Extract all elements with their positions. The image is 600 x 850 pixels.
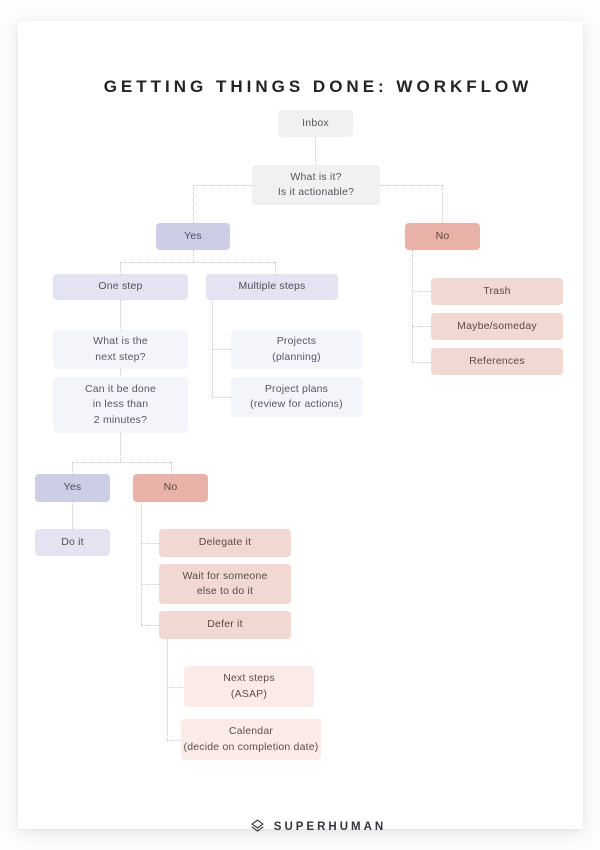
page-title: GETTING THINGS DONE: WORKFLOW xyxy=(103,77,533,96)
node-yes-1: Yes xyxy=(156,223,230,250)
connector-line xyxy=(72,462,73,474)
connector-line xyxy=(193,185,252,186)
connector-line xyxy=(315,137,316,165)
node-multiple-steps: Multiple steps xyxy=(206,274,338,300)
node-next-steps: Next steps (ASAP) xyxy=(184,666,314,707)
connector-line xyxy=(412,326,431,327)
connector-line xyxy=(167,687,184,688)
connector-line xyxy=(212,349,231,350)
connector-line xyxy=(141,625,159,626)
connector-line xyxy=(412,362,431,363)
node-projects: Projects (planning) xyxy=(231,330,362,369)
connector-line xyxy=(141,543,159,544)
connector-line xyxy=(171,462,172,474)
brand-name: SUPERHUMAN xyxy=(273,820,387,833)
connector-line xyxy=(167,638,168,740)
connector-line xyxy=(167,740,184,741)
connector-line xyxy=(412,250,413,362)
node-defer-it: Defer it xyxy=(159,611,291,639)
connector-line xyxy=(141,502,142,625)
node-project-plans: Project plans (review for actions) xyxy=(231,377,362,417)
connector-line xyxy=(380,185,442,186)
connector-line xyxy=(212,300,213,397)
connector-line xyxy=(72,462,171,463)
node-no-2: No xyxy=(133,474,208,502)
node-inbox: Inbox xyxy=(278,110,353,137)
connector-line xyxy=(120,262,121,274)
node-one-step: One step xyxy=(53,274,188,300)
node-references: References xyxy=(431,348,563,375)
node-no-1: No xyxy=(405,223,480,250)
connector-line xyxy=(120,262,275,263)
connector-line xyxy=(412,291,431,292)
superhuman-logo-icon xyxy=(250,819,265,834)
connector-line xyxy=(212,397,231,398)
footer-brand: SUPERHUMAN xyxy=(18,819,600,834)
connector-line xyxy=(275,262,276,274)
node-delegate-it: Delegate it xyxy=(159,529,291,557)
node-wait-for-someone: Wait for someone else to do it xyxy=(159,564,291,604)
node-calendar: Calendar (decide on completion date) xyxy=(181,719,321,760)
connector-line xyxy=(193,185,194,223)
node-yes-2: Yes xyxy=(35,474,110,502)
node-two-minutes: Can it be done in less than 2 minutes? xyxy=(53,377,188,433)
node-what-next-step: What is the next step? xyxy=(53,330,188,369)
node-what-is-it: What is it? Is it actionable? xyxy=(252,165,380,205)
connector-line xyxy=(141,584,159,585)
node-trash: Trash xyxy=(431,278,563,305)
connector-line xyxy=(442,185,443,223)
connector-line xyxy=(193,250,194,262)
connector-line xyxy=(72,502,73,529)
node-maybe-someday: Maybe/someday xyxy=(431,313,563,340)
node-do-it: Do it xyxy=(35,529,110,556)
